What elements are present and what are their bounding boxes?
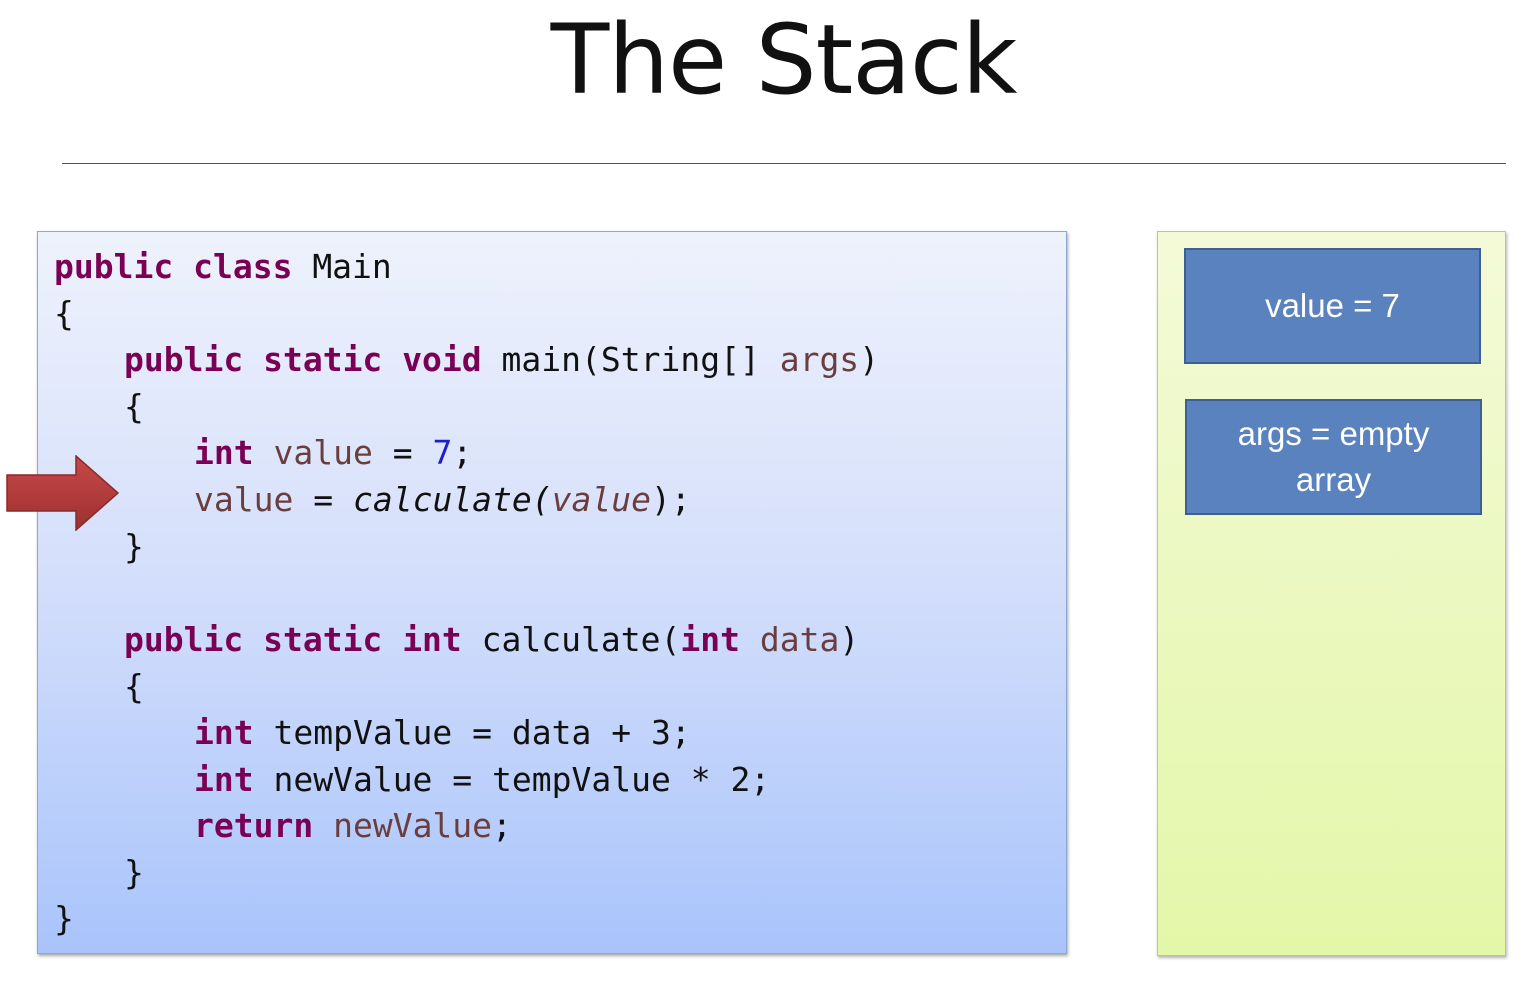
- semicolon: ;: [492, 806, 512, 845]
- operator: =: [313, 480, 334, 519]
- operator: =: [392, 433, 413, 472]
- code-line-12: return newValue;: [194, 803, 512, 849]
- keyword: int: [680, 620, 740, 659]
- keyword: int: [194, 713, 254, 752]
- slide-title: The Stack: [550, 4, 1018, 116]
- code-line-3: public static void main(String[] args): [124, 337, 879, 383]
- keyword: static: [263, 620, 383, 659]
- paren: ): [859, 340, 880, 379]
- stack-frame-value: value = 7: [1184, 248, 1481, 364]
- code-panel: public class Main { public static void m…: [37, 231, 1067, 954]
- parameter: data: [759, 620, 840, 659]
- stack-frame-label: array: [1295, 461, 1372, 498]
- method-call: calculate(: [352, 480, 552, 519]
- keyword: public: [124, 620, 244, 659]
- code-line-14: }: [54, 899, 74, 938]
- paren: );: [651, 480, 691, 519]
- stack-frame-args: args = empty array: [1185, 399, 1482, 515]
- keyword: int: [194, 760, 254, 799]
- paren: ): [839, 620, 860, 659]
- code-line-6: value = calculate(value);: [194, 477, 691, 523]
- keyword: int: [194, 433, 254, 472]
- code-line-7: }: [124, 527, 144, 566]
- code-line-13: }: [124, 853, 144, 892]
- keyword: int: [402, 620, 462, 659]
- number-literal: 7: [432, 433, 453, 472]
- variable: value: [194, 480, 294, 519]
- keyword: return: [194, 806, 314, 845]
- variable: newValue: [333, 806, 493, 845]
- keyword: class: [193, 247, 293, 286]
- code-line-1: public class Main: [54, 244, 392, 290]
- method-signature: calculate(: [481, 620, 681, 659]
- variable: value: [273, 433, 373, 472]
- class-name: Main: [312, 247, 392, 286]
- argument: value: [551, 480, 651, 519]
- statement: newValue = tempValue * 2;: [273, 760, 771, 799]
- method-signature: main(String[]: [501, 340, 760, 379]
- code-line-4: {: [124, 387, 144, 426]
- code-line-9: {: [124, 667, 144, 706]
- stack-frame-label: value = 7: [1265, 287, 1400, 324]
- keyword: public: [54, 247, 174, 286]
- title-divider: [62, 163, 1506, 164]
- keyword: void: [402, 340, 482, 379]
- semicolon: ;: [452, 433, 473, 472]
- code-line-11: int newValue = tempValue * 2;: [194, 757, 770, 803]
- keyword: static: [263, 340, 383, 379]
- code-line-8: public static int calculate(int data): [124, 617, 859, 663]
- stack-frame-label: args = empty: [1237, 415, 1430, 452]
- keyword: public: [124, 340, 244, 379]
- right-arrow-icon: [6, 455, 120, 531]
- code-line-5: int value = 7;: [194, 430, 472, 476]
- code-line-10: int tempValue = data + 3;: [194, 710, 691, 756]
- code-line-2: {: [54, 294, 74, 333]
- statement: tempValue = data + 3;: [273, 713, 691, 752]
- parameter: args: [779, 340, 860, 379]
